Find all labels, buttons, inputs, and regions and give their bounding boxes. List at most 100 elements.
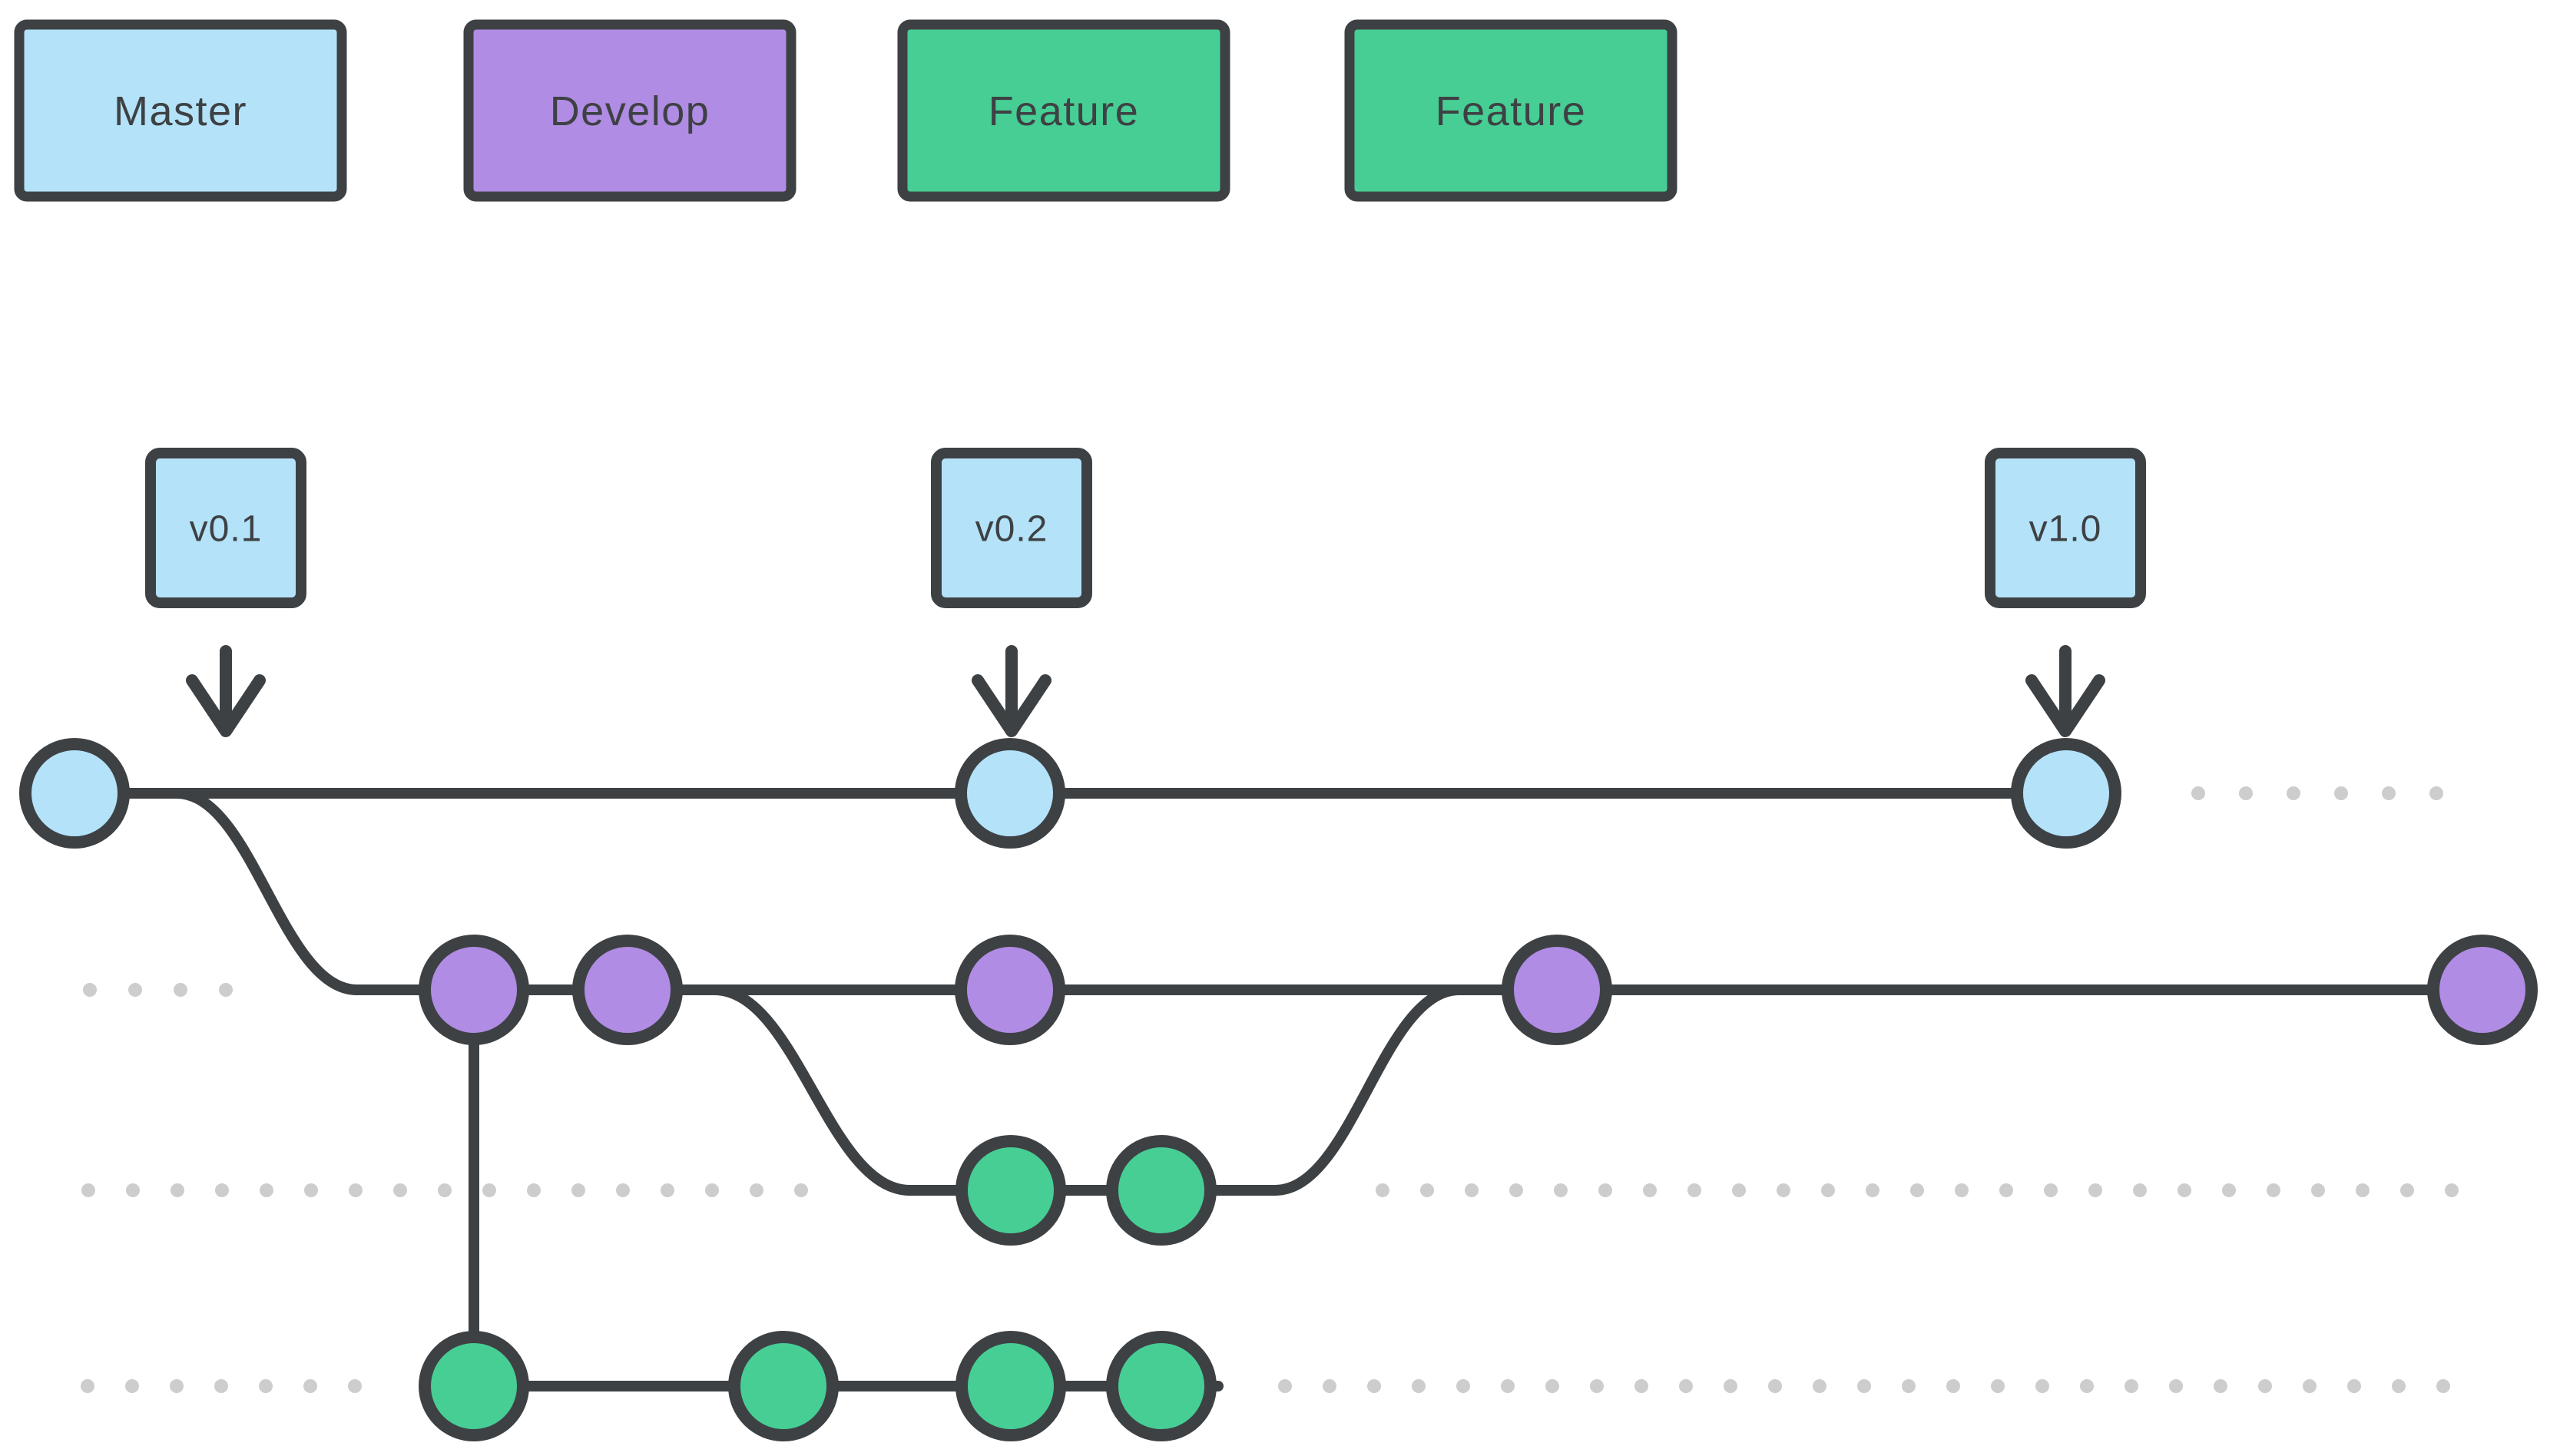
lane-dot <box>174 983 187 997</box>
lane-dot <box>2133 1183 2147 1197</box>
lane-dot <box>1687 1183 1701 1197</box>
down-arrow-icon <box>186 645 266 737</box>
lane-dot <box>1857 1379 1871 1393</box>
lane-dot <box>616 1183 630 1197</box>
legend-box <box>463 19 796 202</box>
lane-dot <box>1813 1379 1826 1393</box>
legend-label: Feature <box>989 88 1140 134</box>
merge-feature1-to-develop <box>1270 984 1465 1196</box>
lane-dot <box>170 1379 184 1393</box>
legend-box <box>897 19 1230 202</box>
lane-dot <box>2311 1183 2325 1197</box>
arrow-head <box>2025 674 2105 737</box>
release-tag-v0.1: v0.1 <box>145 448 306 737</box>
lane-dot <box>259 1379 273 1393</box>
lane-dot <box>1724 1379 1737 1393</box>
lane-dot <box>794 1183 808 1197</box>
lane-dot <box>2169 1379 2183 1393</box>
lane-dot <box>83 983 97 997</box>
lane-dot <box>260 1183 273 1197</box>
tag-box <box>1985 448 2146 608</box>
dotted-lane-feature-2-left <box>81 1379 362 1393</box>
lane-dot <box>2334 786 2348 800</box>
commit-master-1 <box>19 738 130 849</box>
lane-dot <box>304 1183 318 1197</box>
legend-box <box>14 19 347 202</box>
lane-dot <box>1768 1379 1782 1393</box>
commit-master-2 <box>955 738 1065 849</box>
lane-dot <box>1732 1183 1746 1197</box>
lane-dot <box>2214 1379 2227 1393</box>
down-arrow-icon <box>972 645 1051 737</box>
branch-master-to-develop <box>171 788 363 995</box>
commit-feature-2-1 <box>419 1331 529 1441</box>
commit-feature-2-2 <box>728 1331 839 1441</box>
release-tag-v1.0: v1.0 <box>1985 448 2146 737</box>
lane-dot <box>214 1379 228 1393</box>
legend-label: Feature <box>1436 88 1587 134</box>
lane-dot <box>1545 1379 1559 1393</box>
tag-label: v0.1 <box>190 509 263 550</box>
branch-develop-commits <box>419 935 2538 1045</box>
lane-dot <box>2445 1183 2459 1197</box>
lane-dot <box>171 1183 184 1197</box>
lane-dot <box>215 1183 229 1197</box>
commit-feature-2-4 <box>1106 1331 1217 1441</box>
lane-dot <box>1955 1183 1969 1197</box>
lane-dot <box>1643 1183 1657 1197</box>
lane-dot <box>2400 1183 2414 1197</box>
lane-dot <box>1999 1183 2013 1197</box>
lane-dot <box>303 1379 317 1393</box>
legend-label: Master <box>114 88 247 134</box>
lane-dot <box>661 1183 674 1197</box>
lane-dot <box>2356 1183 2370 1197</box>
branch-feature-2-commits <box>419 1331 1217 1441</box>
lane-dot <box>1509 1183 1523 1197</box>
arrow-head <box>972 674 1051 737</box>
commit-develop-4 <box>1502 935 1612 1045</box>
tag-label: v1.0 <box>2029 509 2102 550</box>
lane-dot <box>2191 786 2205 800</box>
lane-dot <box>348 1379 362 1393</box>
lane-dot <box>1420 1183 1434 1197</box>
lane-dot <box>1278 1379 1292 1393</box>
lane-dot <box>2125 1379 2138 1393</box>
arrow-head <box>186 674 266 737</box>
lane-dot <box>2303 1379 2317 1393</box>
legend-item-feature-3: Feature <box>1344 19 1677 202</box>
lane-dot <box>1367 1379 1381 1393</box>
lane-dot <box>2177 1183 2191 1197</box>
lane-dot <box>2392 1379 2406 1393</box>
lane-dot <box>128 983 142 997</box>
lane-dot <box>1598 1183 1612 1197</box>
lane-dot <box>527 1183 541 1197</box>
tag-label: v0.2 <box>975 509 1048 550</box>
lane-dot <box>1590 1379 1604 1393</box>
legend-item-feature-2: Feature <box>897 19 1230 202</box>
commit-feature-2-3 <box>955 1331 1066 1441</box>
commit-feature-1-2 <box>1106 1135 1217 1246</box>
dotted-lane-feature-1-right <box>1376 1183 2459 1197</box>
lane-dot <box>219 983 233 997</box>
legend-label: Develop <box>550 88 710 134</box>
legend-item-master-0: Master <box>14 19 347 202</box>
commit-master-3 <box>2011 738 2121 849</box>
lane-dot <box>1991 1379 2005 1393</box>
lane-dot <box>438 1183 452 1197</box>
lane-dot <box>1465 1183 1479 1197</box>
lane-dot <box>1634 1379 1648 1393</box>
lane-dot <box>1777 1183 1790 1197</box>
lane-dot <box>2347 1379 2361 1393</box>
branch-develop-to-feature1 <box>709 984 916 1196</box>
dotted-lane-feature-2-right <box>1278 1379 2450 1393</box>
commit-develop-5 <box>2427 935 2538 1045</box>
lane-dot <box>1456 1379 1470 1393</box>
branch-master-commits <box>19 738 2121 849</box>
lane-dot <box>2287 786 2300 800</box>
release-tag-v0.2: v0.2 <box>931 448 1092 737</box>
lane-dot <box>705 1183 719 1197</box>
lane-dot <box>125 1379 139 1393</box>
